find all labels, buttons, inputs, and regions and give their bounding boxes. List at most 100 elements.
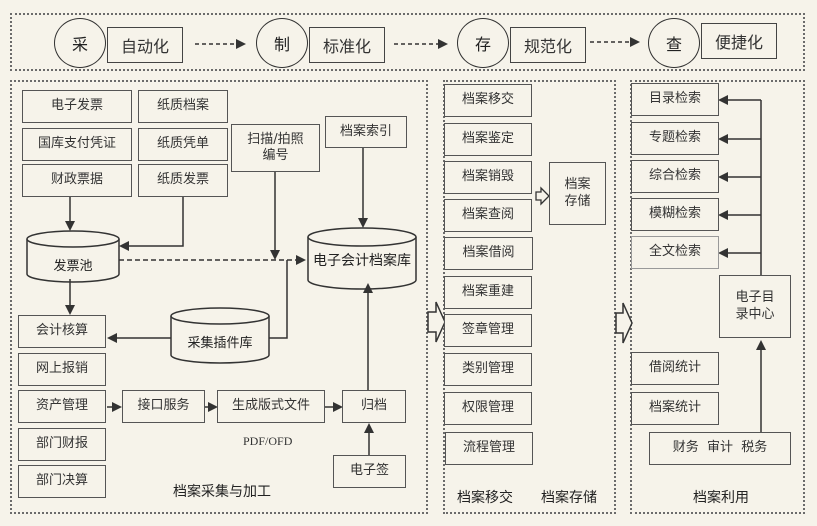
system-text: 部门财报 <box>35 436 88 452</box>
step-circle-store: 存 <box>457 18 509 68</box>
step-label-text: 标准化 <box>322 37 371 56</box>
users-text: 财务 审计 税务 <box>672 440 768 456</box>
esign-text: 电子签 <box>349 463 389 479</box>
step-label-standardize: 标准化 <box>309 27 385 63</box>
interface-service-box: 接口服务 <box>122 390 205 423</box>
search-text: 综合检索 <box>648 168 701 184</box>
step-label-text: 自动化 <box>120 37 169 56</box>
storage-item-appraisal: 档案鉴定 <box>444 123 532 156</box>
storage-title-storage: 档案存储 <box>541 490 597 506</box>
invoice-pool-label: 发票池 <box>53 258 93 274</box>
step-circle-text: 查 <box>665 35 682 54</box>
system-dept-report: 部门财报 <box>18 428 106 461</box>
search-topic: 专题检索 <box>631 122 719 155</box>
top-flow-panel <box>10 13 805 71</box>
collection-title: 档案采集与加工 <box>173 484 271 500</box>
format-file-text: 生成版式文件 <box>231 398 310 414</box>
collection-panel <box>10 80 428 514</box>
stat-text: 档案统计 <box>648 400 701 416</box>
source-text: 国库支付凭证 <box>37 136 116 152</box>
storage-item-text: 档案重建 <box>461 284 514 300</box>
storage-item-consult: 档案查阅 <box>444 199 532 232</box>
source-e-invoice: 电子发票 <box>22 90 132 123</box>
system-asset-management: 资产管理 <box>18 390 106 423</box>
step-circle-query: 查 <box>648 18 700 68</box>
store-box-text: 档案 存储 <box>564 177 591 209</box>
catalog-center-text: 电子目 录中心 <box>735 290 775 322</box>
scan-text: 扫描/拍照 编号 <box>247 131 304 163</box>
storage-item-text: 档案查阅 <box>461 207 514 223</box>
storage-item-text: 档案移交 <box>461 92 514 108</box>
storage-item-destroy: 档案销毁 <box>444 161 532 194</box>
archive-db-label: 电子会计档案库 <box>313 253 411 269</box>
step-circle-text: 制 <box>273 35 290 54</box>
system-dept-final: 部门决算 <box>18 465 106 498</box>
system-accounting: 会计核算 <box>18 315 106 348</box>
scan-number-box: 扫描/拍照 编号 <box>231 124 320 172</box>
system-text: 会计核算 <box>35 323 88 339</box>
archive-box: 归档 <box>342 390 406 423</box>
source-paper-archive: 纸质档案 <box>138 90 228 123</box>
search-text: 专题检索 <box>648 130 701 146</box>
esign-box: 电子签 <box>333 455 406 488</box>
plugin-db-cylinder <box>170 307 270 364</box>
storage-item-text: 档案借阅 <box>462 245 515 261</box>
format-file-box: 生成版式文件 <box>217 390 325 423</box>
source-paper-invoice: 纸质发票 <box>138 164 228 197</box>
index-text: 档案索引 <box>339 123 392 139</box>
source-paper-voucher: 纸质凭单 <box>138 128 228 161</box>
system-text: 部门决算 <box>35 473 88 489</box>
search-text: 模糊检索 <box>648 206 701 222</box>
storage-item-text: 档案销毁 <box>461 169 514 185</box>
interface-text: 接口服务 <box>137 398 190 414</box>
hollow-arrow-storage-to-usage <box>615 302 633 344</box>
source-treasury-voucher: 国库支付凭证 <box>22 128 132 161</box>
system-text: 资产管理 <box>35 398 88 414</box>
system-online-reimburse: 网上报销 <box>18 353 106 386</box>
storage-item-workflow: 流程管理 <box>445 432 533 465</box>
search-text: 目录检索 <box>648 91 701 107</box>
source-text: 电子发票 <box>50 98 103 114</box>
search-fulltext: 全文检索 <box>631 236 719 269</box>
step-circle-collect: 采 <box>54 18 106 68</box>
archive-index-box: 档案索引 <box>325 116 407 148</box>
storage-item-borrow: 档案借阅 <box>444 237 533 270</box>
invoice-pool-cylinder <box>26 230 120 283</box>
stat-text: 借阅统计 <box>648 360 701 376</box>
source-text: 纸质档案 <box>156 98 209 114</box>
storage-title-transfer: 档案移交 <box>457 490 513 506</box>
archive-db-cylinder <box>307 227 417 290</box>
users-box: 财务 审计 税务 <box>649 432 791 465</box>
hollow-arrow-store <box>535 186 550 206</box>
source-text: 财政票据 <box>50 172 103 188</box>
step-label-text: 便捷化 <box>714 33 763 52</box>
usage-panel <box>630 80 805 514</box>
stat-archive: 档案统计 <box>631 392 719 425</box>
system-text: 网上报销 <box>35 361 88 377</box>
hollow-arrow-collection-to-storage <box>427 301 446 343</box>
step-label-automation: 自动化 <box>107 27 183 63</box>
storage-item-text: 类别管理 <box>461 361 514 377</box>
usage-title: 档案利用 <box>693 490 749 506</box>
step-circle-text: 存 <box>474 35 491 54</box>
search-text: 全文检索 <box>648 244 701 260</box>
source-text: 纸质凭单 <box>156 136 209 152</box>
search-catalog: 目录检索 <box>631 83 719 116</box>
format-note: PDF/OFD <box>243 434 293 448</box>
source-fiscal-bill: 财政票据 <box>22 164 132 197</box>
step-circle-make: 制 <box>256 18 308 68</box>
storage-item-rebuild: 档案重建 <box>444 276 532 309</box>
step-circle-text: 采 <box>71 35 88 54</box>
storage-item-text: 签章管理 <box>461 322 514 338</box>
stat-borrow: 借阅统计 <box>631 352 719 385</box>
archive-text: 归档 <box>360 398 387 414</box>
step-label-text: 规范化 <box>523 37 572 56</box>
search-combined: 综合检索 <box>631 160 719 193</box>
source-text: 纸质发票 <box>156 172 209 188</box>
step-label-convenience: 便捷化 <box>701 23 777 59</box>
storage-item-transfer: 档案移交 <box>444 84 532 117</box>
plugin-db-label: 采集插件库 <box>187 335 253 351</box>
storage-item-text: 权限管理 <box>461 400 514 416</box>
catalog-center-box: 电子目 录中心 <box>719 275 791 338</box>
